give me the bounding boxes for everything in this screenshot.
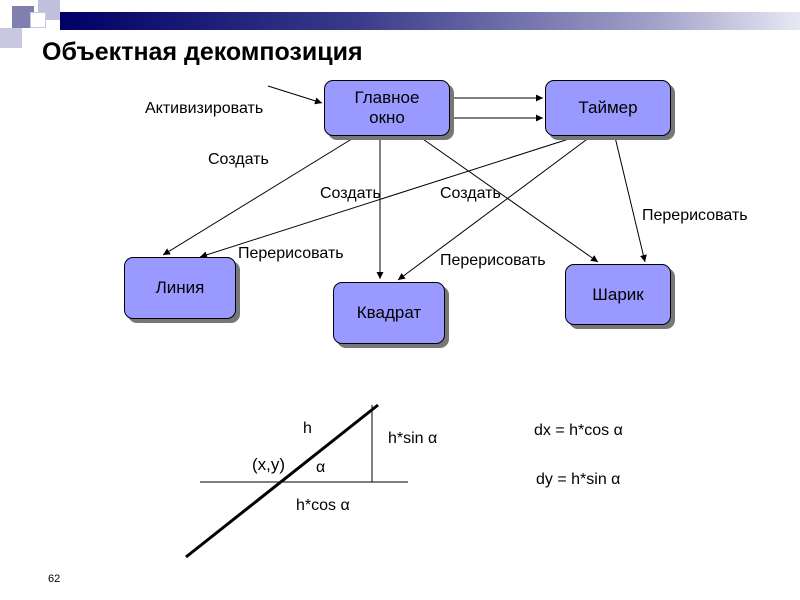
node-line: Линия	[124, 257, 236, 319]
arrow-redraw-line	[199, 136, 576, 259]
label-redraw-ball: Перерисовать	[642, 207, 748, 224]
arrow-redraw-ball	[614, 136, 647, 263]
label-redraw-line: Перерисовать	[238, 245, 344, 262]
decor-gradient-bar	[60, 12, 800, 30]
arrow-create-line	[162, 136, 356, 256]
decor-square-3	[30, 12, 46, 28]
math-h-sin: h*sin α	[388, 430, 438, 447]
node-timer: Таймер	[545, 80, 671, 136]
node-ball: Шарик	[565, 264, 671, 325]
math-dx: dx = h*cos α	[534, 422, 623, 439]
arrow-redraw-square	[397, 136, 591, 281]
label-redraw-square: Перерисовать	[440, 252, 546, 269]
label-activate: Активизировать	[145, 100, 264, 117]
math-dy: dy = h*sin α	[536, 471, 621, 488]
math-h-cos: h*cos α	[296, 497, 350, 514]
math-h: h	[303, 420, 312, 437]
decor-square-4	[0, 28, 22, 48]
node-square: Квадрат	[333, 282, 445, 344]
arrow-activate	[267, 85, 323, 105]
decor-square-1	[12, 6, 34, 28]
math-point: (x,y)	[252, 455, 286, 474]
label-create-ball: Создать	[440, 185, 501, 202]
page-title: Объектная декомпозиция	[42, 38, 363, 66]
arrow-create-ball	[419, 136, 599, 263]
page-number: 62	[48, 573, 61, 585]
label-create-square: Создать	[320, 185, 381, 202]
geo-hypotenuse	[185, 403, 379, 559]
label-create-line: Создать	[208, 151, 269, 168]
node-main-window: Главное окно	[324, 80, 450, 136]
math-alpha: α	[316, 459, 326, 476]
